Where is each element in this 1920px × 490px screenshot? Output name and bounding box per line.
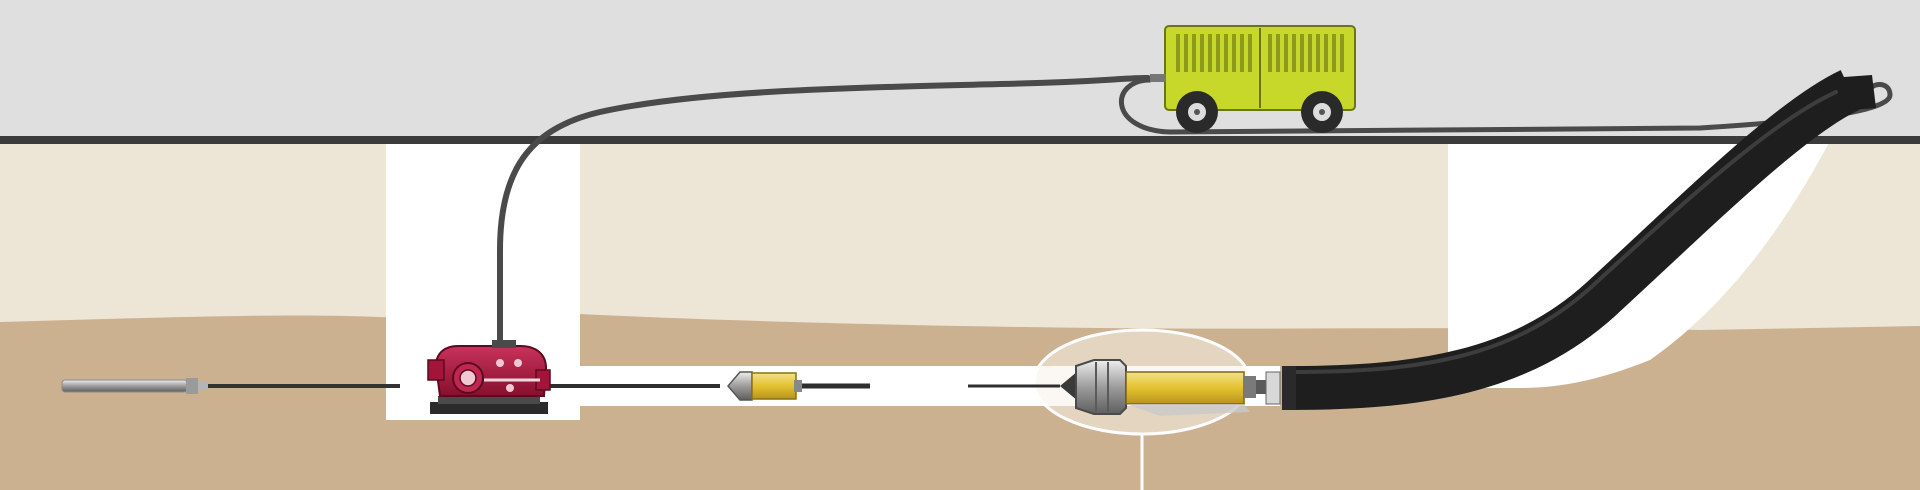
new-pipe-coupling <box>1282 366 1296 410</box>
new-pipe <box>1289 70 1860 410</box>
stored-rod <box>61 378 400 394</box>
new-pipe-end <box>1830 75 1876 110</box>
air-compressor <box>1150 25 1356 133</box>
compressor-wheel-right <box>1301 91 1343 133</box>
compressor-wheel-left <box>1176 91 1218 133</box>
new-pipe-highlight <box>1290 90 1838 374</box>
pipe-bursting-head <box>1060 359 1281 416</box>
compressor-hose <box>497 75 1151 348</box>
ground-surface <box>0 136 1920 144</box>
compressor-vents-left <box>1176 34 1252 72</box>
rod-connector <box>727 371 802 401</box>
sky <box>0 0 1920 140</box>
compressor-vents-right <box>1268 34 1344 72</box>
winch-unit <box>427 340 551 414</box>
